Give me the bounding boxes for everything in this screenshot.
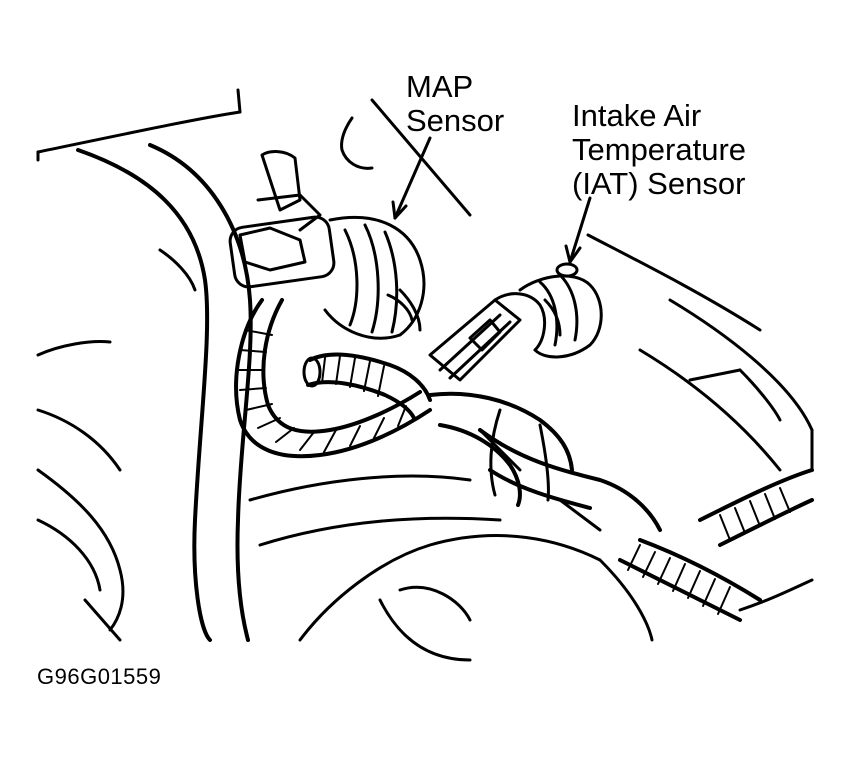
wiring-harness <box>234 298 814 622</box>
map-sensor <box>228 150 426 340</box>
leader-lines <box>391 136 592 264</box>
wrapped-hose <box>428 391 574 507</box>
left-hose <box>36 143 253 642</box>
iat-label-line-3: (IAT) Sensor <box>572 166 746 201</box>
map-label-line-2: Sensor <box>406 103 505 138</box>
iat-label-line-2: Temperature <box>572 132 747 167</box>
figure-id: G96G01559 <box>37 664 162 689</box>
lower-structure <box>248 348 782 662</box>
iat-label-line-1: Intake Air <box>572 98 702 133</box>
iat-sensor <box>428 262 603 382</box>
map-label-line-1: MAP <box>406 69 474 104</box>
iat-sensor-label: Intake Air Temperature (IAT) Sensor <box>572 99 746 201</box>
map-sensor-label: MAP Sensor <box>406 70 504 138</box>
